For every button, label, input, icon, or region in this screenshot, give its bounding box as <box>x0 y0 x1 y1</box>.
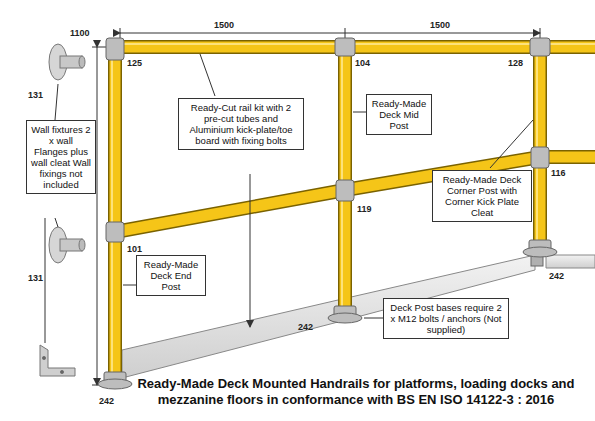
callout-box: Wall fixtures 2 x wall Flanges plus wall… <box>26 120 96 194</box>
callout-number: 128 <box>508 58 523 68</box>
callout-box: Ready-Made Deck End Post <box>136 255 206 296</box>
kick-plate <box>122 255 595 378</box>
callout-box: Ready-Made Deck Corner Post with Corner … <box>432 170 532 222</box>
callout-number: 101 <box>127 244 142 254</box>
callout-text: Ready-Made Deck Corner Post with Corner … <box>437 174 527 218</box>
leader-lines <box>45 54 533 343</box>
callout-text: Ready-Made Deck End Post <box>141 259 201 292</box>
callout-number: 116 <box>551 168 566 178</box>
callout-number: 242 <box>99 396 114 406</box>
post-bases <box>98 240 557 389</box>
callout-number: 125 <box>127 58 142 68</box>
dimension-label: 1500 <box>214 20 234 30</box>
caption: Ready-Made Deck Mounted Handrails for pl… <box>122 376 590 408</box>
callout-text: Deck Post bases require 2 x M12 bolts / … <box>388 302 504 335</box>
callout-number: 119 <box>357 204 372 214</box>
tube-highlight <box>112 44 595 378</box>
fittings <box>106 38 550 266</box>
tubes-outline <box>115 47 595 378</box>
dimension-lines <box>92 28 540 385</box>
callout-number: 104 <box>355 58 370 68</box>
dimension-label: 1500 <box>430 20 450 30</box>
callout-text: Ready-Cut rail kit with 2 pre-cut tubes … <box>183 102 299 146</box>
callout-number: 131 <box>28 90 43 100</box>
callout-box: Ready-Cut rail kit with 2 pre-cut tubes … <box>178 98 304 150</box>
callout-number: 131 <box>28 273 43 283</box>
callout-box: Ready-Made Deck Mid Post <box>366 94 432 135</box>
callout-text: Ready-Made Deck Mid Post <box>371 98 427 131</box>
wall-flanges <box>40 44 85 376</box>
callout-box: Deck Post bases require 2 x M12 bolts / … <box>383 298 509 339</box>
tubes <box>115 47 595 378</box>
callout-number: 242 <box>298 322 313 332</box>
callout-text: Wall fixtures 2 x wall Flanges plus wall… <box>31 124 91 190</box>
callout-number: 242 <box>549 271 564 281</box>
dimension-label: 1100 <box>70 28 90 38</box>
